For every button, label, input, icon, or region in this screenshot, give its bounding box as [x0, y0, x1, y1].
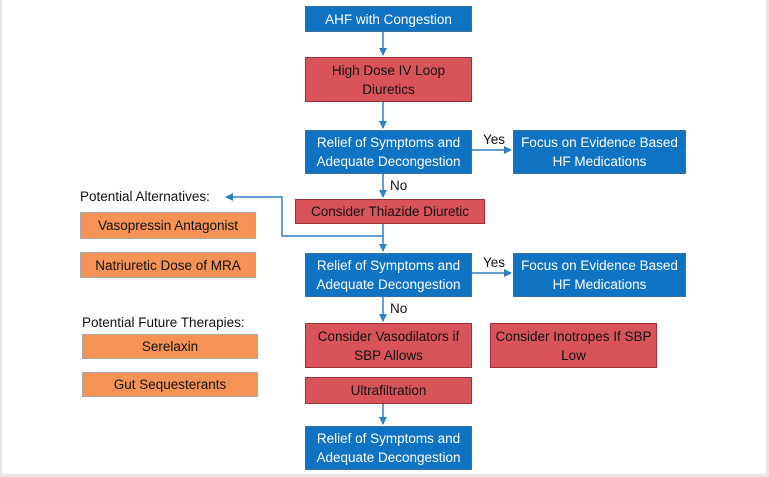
potential-alternatives-heading: Potential Alternatives: [80, 189, 210, 204]
node-focus-hf-medications-1: Focus on Evidence Based HF Medications [513, 130, 686, 174]
alternative-natriuretic-mra: Natriuretic Dose of MRA [80, 252, 256, 278]
right-border [766, 0, 769, 477]
edge-label-yes-1: Yes [483, 132, 506, 147]
alternative-vasopressin-antagonist: Vasopressin Antagonist [80, 212, 256, 239]
bottom-border [0, 474, 769, 477]
node-focus-hf-medications-2: Focus on Evidence Based HF Medications [513, 253, 686, 297]
node-relief-2: Relief of Symptoms and Adequate Deconges… [305, 253, 472, 297]
node-high-dose-loop-diuretics: High Dose IV Loop Diuretics [305, 57, 472, 102]
left-border [0, 0, 2, 477]
arrow-to-alternatives [225, 193, 384, 237]
potential-future-therapies-heading: Potential Future Therapies: [82, 315, 245, 330]
node-consider-vasodilators: Consider Vasodilators if SBP Allows [305, 323, 472, 368]
node-consider-thiazide: Consider Thiazide Diuretic [295, 199, 485, 224]
node-consider-inotropes: Consider Inotropes If SBP Low [490, 323, 657, 368]
node-ahf-with-congestion: AHF with Congestion [305, 6, 472, 32]
future-serelaxin: Serelaxin [82, 334, 258, 359]
future-gut-sequesterants: Gut Sequesterants [82, 372, 258, 397]
node-relief-1: Relief of Symptoms and Adequate Deconges… [305, 130, 472, 174]
edge-label-yes-2: Yes [483, 255, 506, 270]
edge-label-no-2: No [390, 301, 408, 316]
edge-label-no-1: No [390, 178, 408, 193]
node-relief-3: Relief of Symptoms and Adequate Deconges… [305, 426, 472, 470]
node-ultrafiltration: Ultrafiltration [305, 377, 472, 404]
